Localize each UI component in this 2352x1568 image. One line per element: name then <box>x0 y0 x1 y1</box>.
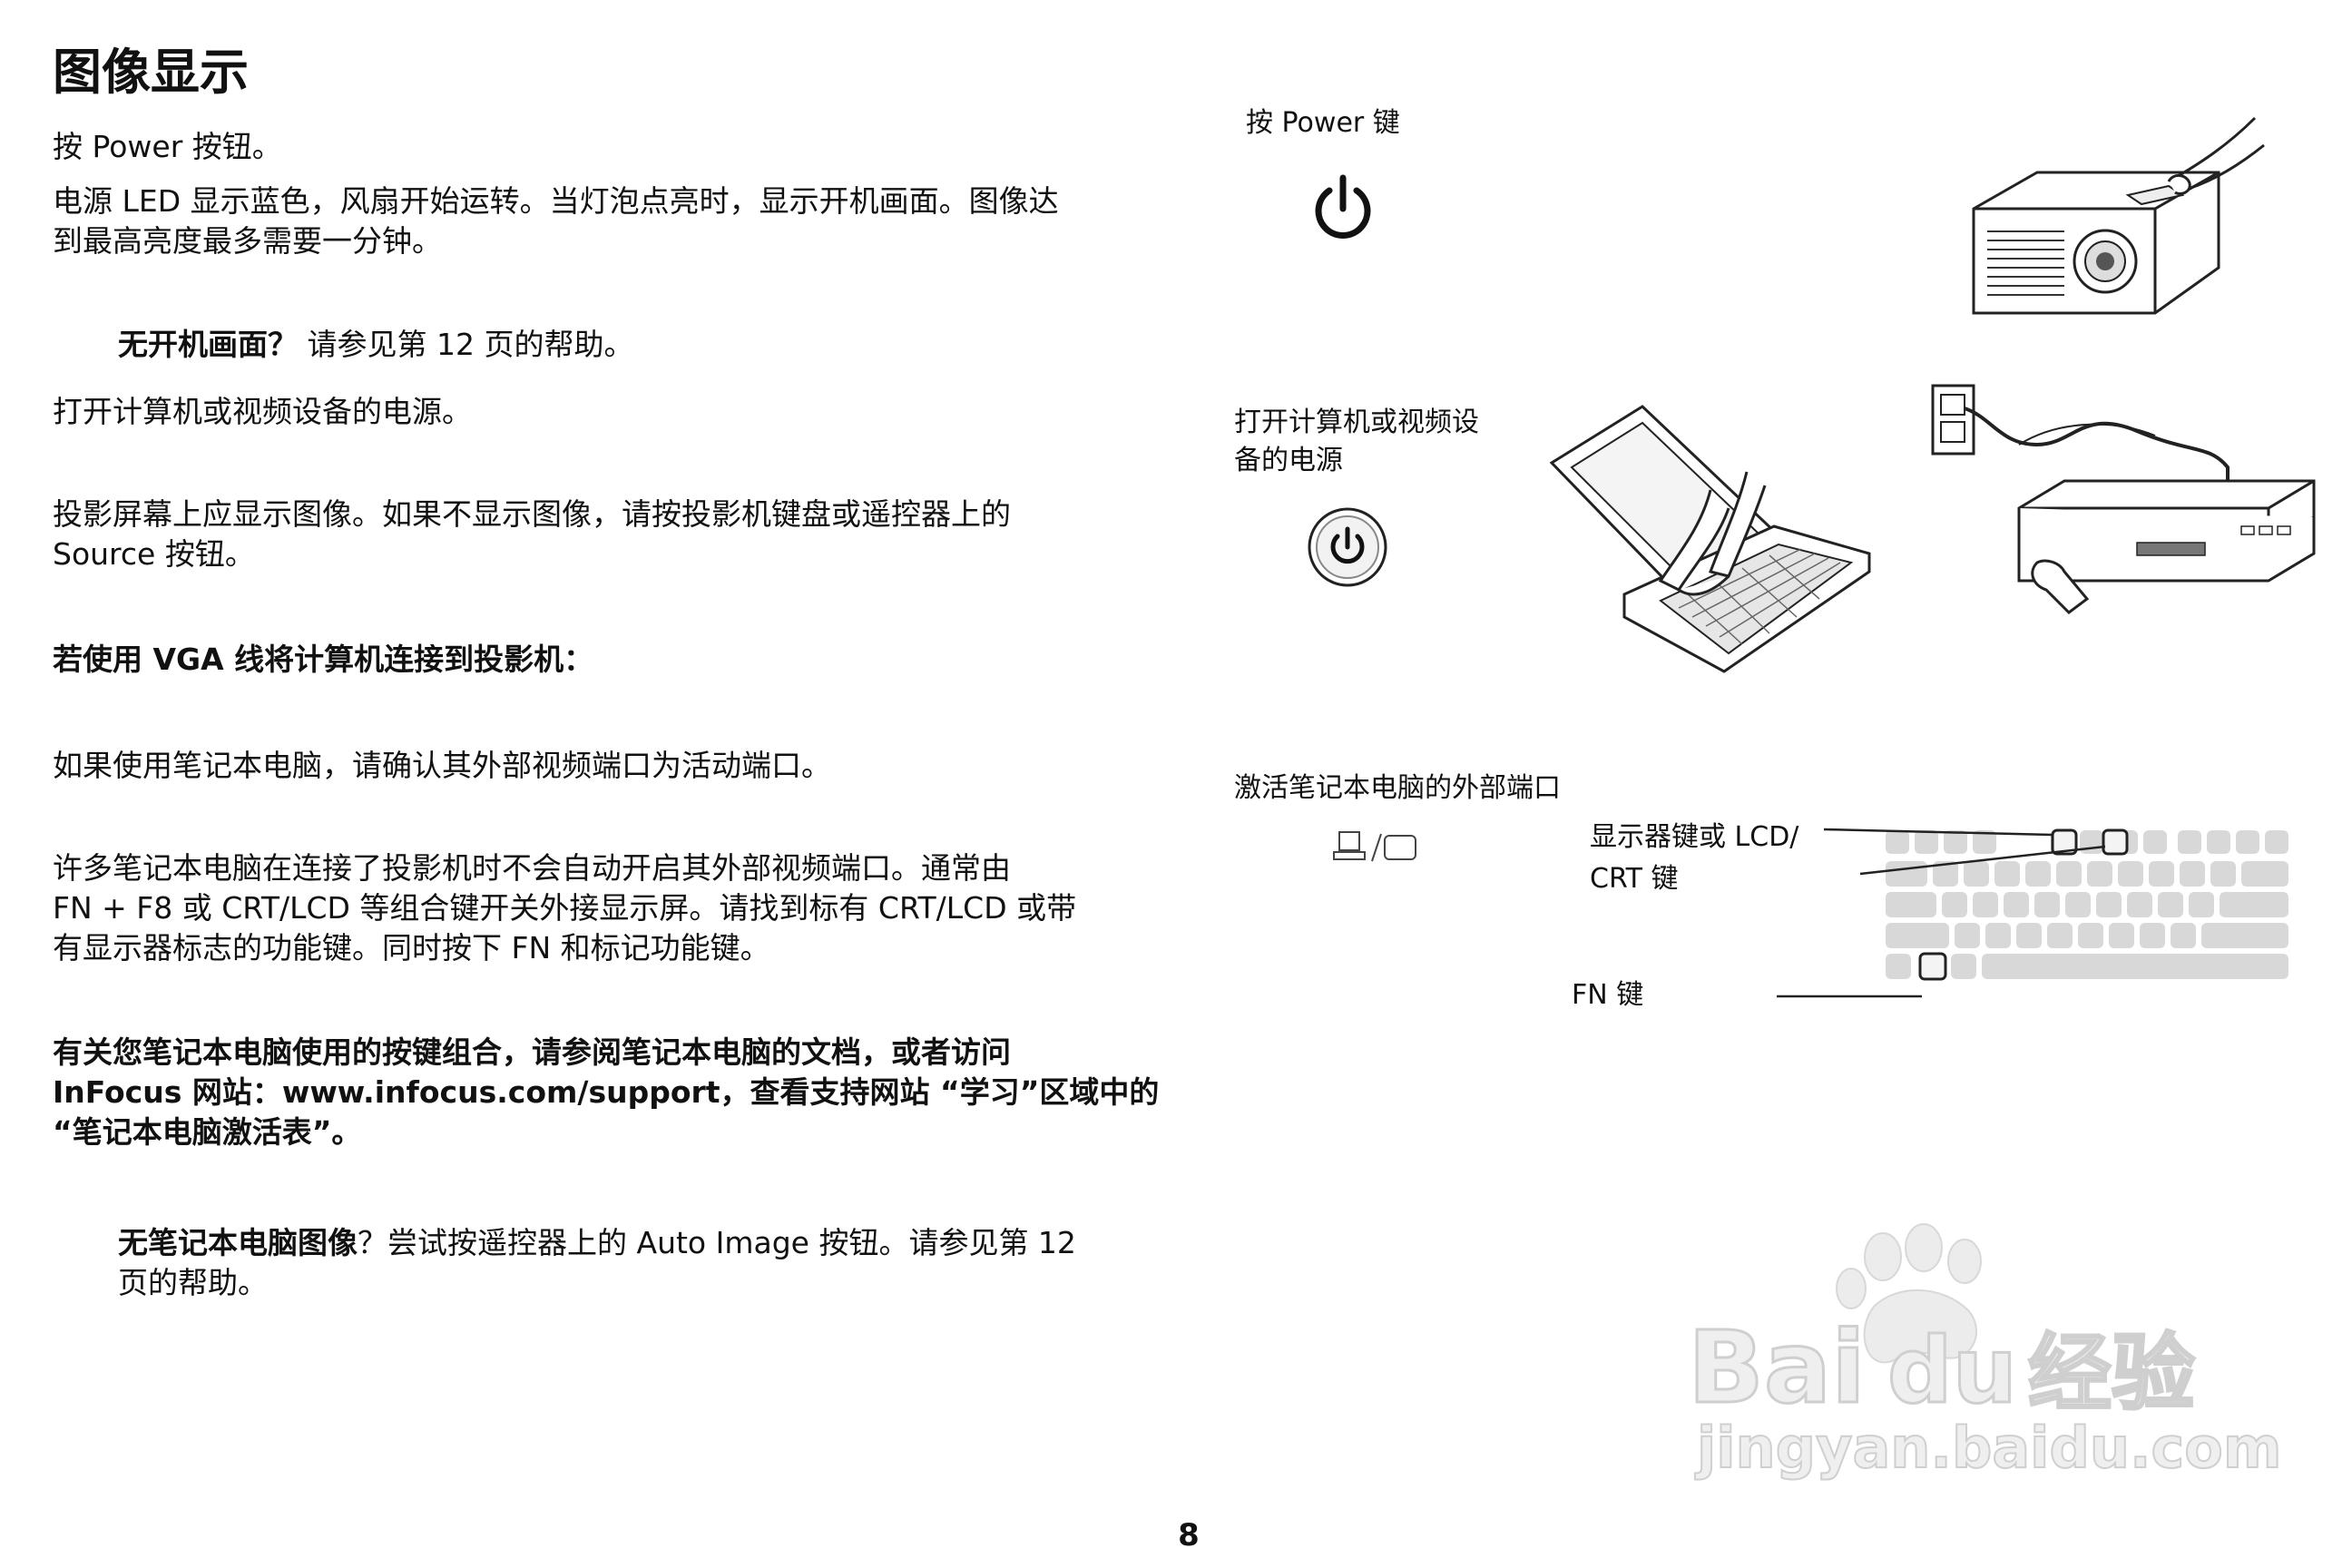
display-key-line-2: CRT 键 <box>1590 863 1679 895</box>
page-number: 8 <box>1178 1517 1200 1553</box>
support-line-2: InFocus 网站：www.infocus.com/support，查看支持网… <box>53 1074 1160 1110</box>
instruction-press-power: 按 Power 按钮。 <box>53 129 282 164</box>
label-activate-port: 激活笔记本电脑的外部端口 <box>1234 772 1561 804</box>
video-device-illustration <box>1931 384 2316 614</box>
tip-laptop-line-1: 无笔记本电脑图像？尝试按遥控器上的 Auto Image 按钮。请参见第 12 <box>118 1223 1076 1263</box>
vga-heading: 若使用 VGA 线将计算机连接到投影机： <box>53 642 594 677</box>
display-key <box>2051 828 2078 856</box>
power-button-icon <box>1308 507 1387 587</box>
support-line-1: 有关您笔记本电脑使用的按键组合，请参阅笔记本电脑的文档，或者访问 <box>53 1034 1011 1070</box>
turn-on-line-2: 备的电源 <box>1234 445 1343 476</box>
watermark-brand-jingyan: 经验 <box>2028 1325 2195 1422</box>
lcd-crt-key <box>2102 828 2129 856</box>
label-turn-on-device: 打开计算机或视频设 备的电源 <box>1234 404 1479 480</box>
keyboard-diagram <box>1886 828 2288 981</box>
tip-no-startup-screen: 无开机画面？ 请参见第 12 页的帮助。 <box>118 325 633 365</box>
baidu-jingyan-watermark: Bai du 经验 jingyan.baidu.com <box>1687 1223 2282 1482</box>
fn-key <box>1918 952 1947 981</box>
watermark-brand-bai: Bai <box>1688 1309 1866 1426</box>
lcd-crt-toggle-icon <box>1333 831 1416 862</box>
led-status-line-2: 到最高亮度最多需要一分钟。 <box>53 223 442 259</box>
turn-on-line-1: 打开计算机或视频设 <box>1234 407 1479 438</box>
label-display-key: 显示器键或 LCD/ CRT 键 <box>1590 817 1798 900</box>
laptop-illustration <box>1549 405 1871 673</box>
fn-keys-line-1: 许多笔记本电脑在连接了投影机时不会自动开启其外部视频端口。通常由 <box>53 850 1011 886</box>
paragraph-fn-keys: 许多笔记本电脑在连接了投影机时不会自动开启其外部视频端口。通常由 FN + F8… <box>53 848 1076 968</box>
instruction-laptop-port: 如果使用笔记本电脑，请确认其外部视频端口为活动端口。 <box>53 748 831 783</box>
watermark-url: jingyan.baidu.com <box>1694 1415 2281 1481</box>
tip-laptop-bold: 无笔记本电脑图像 <box>118 1225 358 1260</box>
source-line-1: 投影屏幕上应显示图像。如果不显示图像，请按投影机键盘或遥控器上的 <box>53 496 1011 532</box>
page-title: 图像显示 <box>53 44 249 101</box>
support-line-3: “笔记本电脑激活表”。 <box>53 1114 362 1150</box>
fn-keys-line-3: 有显示器标志的功能键。同时按下 FN 和标记功能键。 <box>53 930 770 965</box>
tip-no-startup-text: 请参见第 12 页的帮助。 <box>298 327 634 362</box>
label-press-power: 按 Power 键 <box>1246 107 1400 139</box>
projector-illustration <box>1972 116 2265 315</box>
paragraph-infocus-support: 有关您笔记本电脑使用的按键组合，请参阅笔记本电脑的文档，或者访问 InFocus… <box>53 1033 1159 1152</box>
fn-keys-line-2: FN + F8 或 CRT/LCD 等组合键开关外接显示屏。请找到标有 CRT/… <box>53 890 1077 926</box>
display-key-line-1: 显示器键或 LCD/ <box>1590 821 1799 853</box>
led-status-line-1: 电源 LED 显示蓝色，风扇开始运转。当灯泡点亮时，显示开机画面。图像达 <box>53 183 1059 219</box>
paragraph-source-button: 投影屏幕上应显示图像。如果不显示图像，请按投影机键盘或遥控器上的 Source … <box>53 495 1011 574</box>
tip-no-laptop-image: 无笔记本电脑图像？尝试按遥控器上的 Auto Image 按钮。请参见第 12 … <box>118 1223 1076 1303</box>
tip-no-startup-bold: 无开机画面？ <box>118 327 298 362</box>
tip-laptop-text: ？尝试按遥控器上的 Auto Image 按钮。请参见第 12 <box>358 1225 1076 1260</box>
instruction-turn-on-computer: 打开计算机或视频设备的电源。 <box>53 394 472 429</box>
paragraph-led-status: 电源 LED 显示蓝色，风扇开始运转。当灯泡点亮时，显示开机画面。图像达 到最高… <box>53 181 1059 261</box>
keyboard-keys <box>1886 830 2288 979</box>
power-icon <box>1315 174 1371 239</box>
paw-logo <box>1836 1223 1982 1364</box>
watermark-brand-du: du <box>1887 1318 2017 1424</box>
source-line-2: Source 按钮。 <box>53 536 255 572</box>
label-fn-key: FN 键 <box>1572 979 1644 1011</box>
tip-laptop-line-2: 页的帮助。 <box>118 1265 268 1300</box>
